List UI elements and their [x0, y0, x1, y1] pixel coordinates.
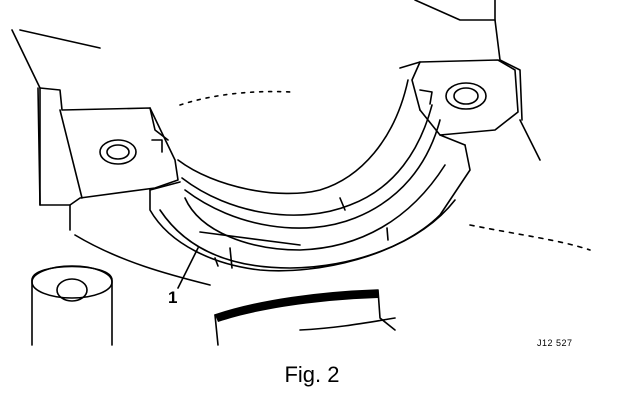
engine-block-outline — [11, 0, 591, 331]
thrust-washer — [159, 199, 456, 269]
left-mounting-ear — [37, 87, 179, 206]
callout-leader-line — [177, 247, 199, 289]
bearing-shell — [181, 104, 446, 269]
cylindrical-boss — [31, 265, 113, 346]
right-mounting-ear — [399, 59, 519, 136]
callout-label: 1 — [168, 288, 177, 307]
dark-step-shadow — [215, 290, 378, 322]
reference-code: J12 527 — [537, 338, 573, 348]
bearing-cap-housing — [149, 79, 471, 272]
figure-caption: Fig. 2 — [284, 362, 340, 387]
